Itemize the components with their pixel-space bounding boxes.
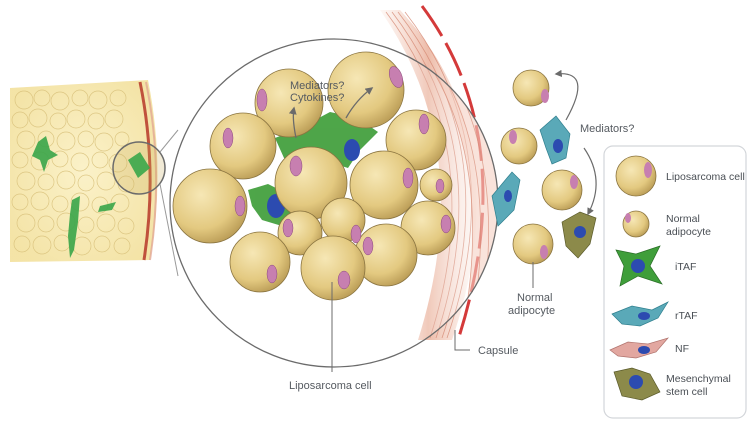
mediators-label: Mediators?: [580, 123, 634, 135]
itaf-icon: [615, 245, 663, 287]
legend-label-normal-1: Normal: [666, 213, 700, 225]
right-cells: [491, 69, 597, 265]
normal-adipocyte-label-2: adipocyte: [508, 305, 555, 317]
tissue-section: [10, 80, 158, 262]
legend: Liposarcoma cell Normal adipocyte iTAF r…: [603, 145, 747, 419]
rtaf-icon: [611, 301, 669, 327]
capsule-callout: [454, 330, 470, 351]
mediators-cytokines-label-1: Mediators?: [290, 80, 344, 92]
legend-label-rtaf: rTAF: [675, 310, 698, 322]
itaf-nucleus: [344, 139, 360, 161]
mesenchymal-stem-cell-icon: [613, 367, 661, 401]
legend-label-msc-2: stem cell: [666, 386, 707, 398]
liposarcoma-cell-icon: [615, 155, 657, 197]
legend-label-liposarcoma: Liposarcoma cell: [666, 171, 745, 183]
mediators-cytokines-label-2: Cytokines?: [290, 92, 344, 104]
legend-label-msc-1: Mesenchymal: [666, 373, 731, 385]
legend-label-itaf: iTAF: [675, 261, 696, 273]
capsule-label: Capsule: [478, 345, 518, 357]
normal-adipocyte-icon: [622, 210, 650, 238]
nf-icon: [609, 337, 670, 359]
legend-label-normal-2: adipocyte: [666, 226, 711, 238]
zoom-indicator: [112, 129, 179, 277]
liposarcoma-label: Liposarcoma cell: [289, 380, 372, 392]
legend-label-nf: NF: [675, 343, 689, 355]
normal-adipocyte-label-1: Normal: [517, 292, 552, 304]
